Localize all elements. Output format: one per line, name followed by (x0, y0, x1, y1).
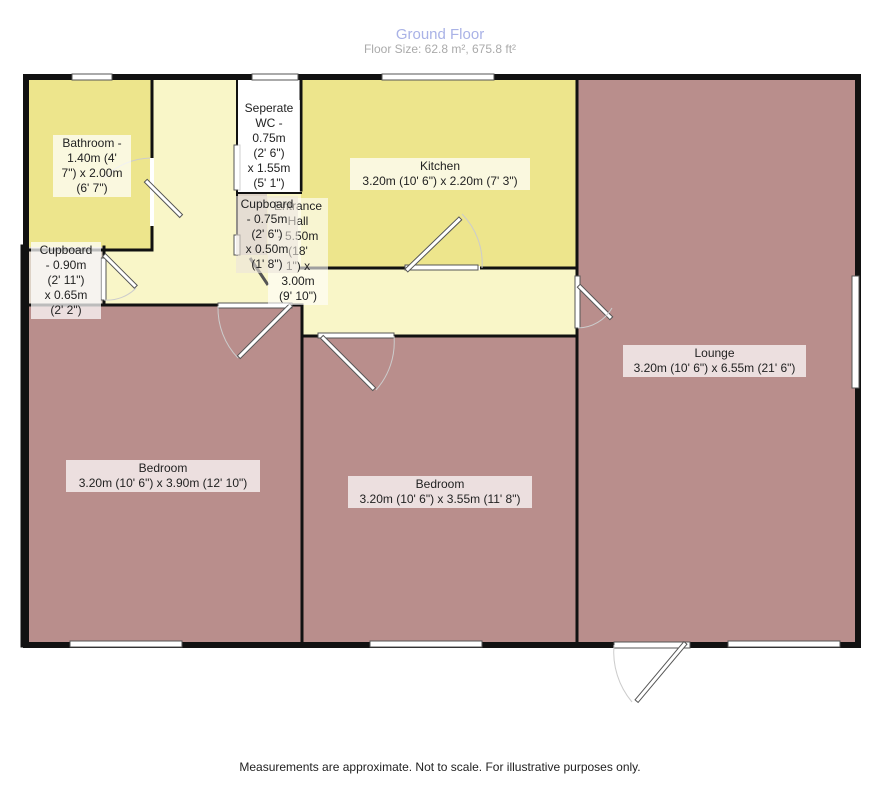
cupboard-left-dim-line: x 0.65m (44, 288, 88, 302)
window-bathroom (71, 73, 113, 81)
plan-header: Ground Floor Floor Size: 62.8 m², 675.8 … (0, 26, 880, 56)
bedroom2-name: Bedroom (415, 477, 465, 491)
bedroom1-name: Bedroom (138, 461, 188, 475)
door-bedroom2 (317, 332, 395, 392)
label-bedroom2: Bedroom 3.20m (10' 6") x 3.55m (11' 8") (348, 476, 532, 508)
cupboard-hall-dim-line: x 0.50m (245, 242, 289, 256)
wc-dim-line: x 1.55m (247, 161, 291, 175)
wc-name: Seperate (244, 101, 294, 115)
cupboard-left-dim-line: (2' 11") (47, 273, 85, 287)
wc-dim-line: (5' 1") (253, 176, 285, 190)
window-kitchen (381, 73, 495, 81)
cupboard-hall-name: Cupboard (240, 197, 294, 211)
label-cupboard-left: Cupboard - 0.90m (2' 11") x 0.65m (2' 2"… (31, 242, 101, 319)
window-lounge-side (851, 275, 860, 389)
label-wc: Seperate WC - 0.75m (2' 6") x 1.55m (5' … (238, 100, 300, 192)
floor-title: Ground Floor (395, 26, 485, 43)
bathroom-dim-line: 1.40m (4' (67, 151, 117, 165)
label-lounge: Lounge 3.20m (10' 6") x 6.55m (21' 6") (623, 345, 806, 377)
floor-size: Floor Size: 62.8 m², 675.8 ft² (363, 42, 517, 56)
entrance-hall-dim-line: 3.00m (281, 274, 315, 288)
bedroom1-dims: 3.20m (10' 6") x 3.90m (12' 10") (78, 476, 248, 490)
entrance-hall-dim-line: (9' 10") (279, 289, 317, 303)
door-lounge (574, 275, 614, 329)
cupboard-hall-dim-line: - 0.75m (246, 212, 288, 226)
bathroom-dim-line: (6' 7") (76, 181, 108, 195)
lounge-dims: 3.20m (10' 6") x 6.55m (21' 6") (633, 361, 796, 375)
kitchen-name: Kitchen (419, 159, 461, 173)
disclaimer: Measurements are approximate. Not to sca… (239, 760, 641, 774)
bedroom2-dims: 3.20m (10' 6") x 3.55m (11' 8") (359, 492, 521, 506)
wc-dim-line: (2' 6") (253, 146, 285, 160)
door-front (613, 640, 691, 704)
cupboard-left-name: Cupboard (39, 243, 93, 257)
cupboard-left-dim-line: - 0.90m (45, 258, 87, 272)
wc-dim-line: 0.75m (252, 131, 286, 145)
label-kitchen: Kitchen 3.20m (10' 6") x 2.20m (7' 3") (350, 158, 530, 190)
label-bedroom1: Bedroom 3.20m (10' 6") x 3.90m (12' 10") (66, 460, 260, 492)
window-bedroom2 (369, 640, 483, 648)
kitchen-dims: 3.20m (10' 6") x 2.20m (7' 3") (362, 174, 518, 188)
window-bedroom1 (69, 640, 183, 648)
cupboard-hall-dim-line: (2' 6") (251, 227, 283, 241)
doors (100, 144, 691, 704)
bathroom-name: Bathroom - (62, 136, 122, 150)
cupboard-hall-dim-line: (1' 8") (251, 257, 283, 271)
lounge-name: Lounge (694, 346, 735, 360)
door-kitchen (404, 213, 483, 273)
window-wc (251, 73, 299, 81)
bathroom-dim-line: 7") x 2.00m (61, 166, 123, 180)
label-bathroom: Bathroom - 1.40m (4' 7") x 2.00m (6' 7") (53, 135, 131, 197)
door-cupboard-left (100, 252, 138, 301)
windows (69, 73, 860, 648)
label-cupboard-hall: Cupboard - 0.75m (2' 6") x 0.50m (1' 8") (236, 196, 298, 273)
cupboard-left-dim-line: (2' 2") (50, 303, 82, 317)
window-lounge-bottom (727, 640, 841, 648)
wc-dim-line: WC - (255, 116, 283, 130)
